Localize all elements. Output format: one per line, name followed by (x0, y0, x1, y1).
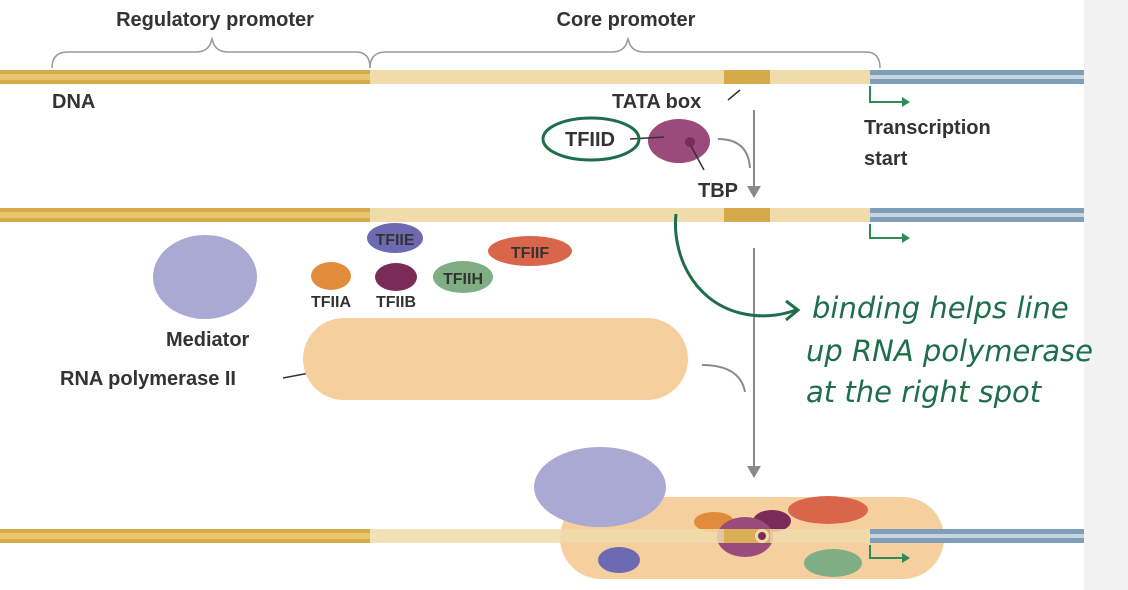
tfiib-blob (375, 263, 417, 291)
annotation-line3: at the right spot (806, 375, 1043, 409)
assembled-mediator-blob (534, 447, 666, 527)
tfiih-blob (433, 261, 493, 293)
rna-polymerase-label: RNA polymerase II (60, 368, 236, 390)
tbp-pointer (690, 145, 705, 171)
rna-polymerase-blob (303, 318, 688, 400)
transcription-start-label-line1: Transcription (864, 117, 991, 139)
mediator-label: Mediator (166, 329, 250, 351)
curve-arrow-1 (717, 138, 751, 169)
tbp-dot (685, 137, 695, 147)
transcription-start-arrowhead (902, 97, 910, 107)
down-arrow-2-head (747, 466, 761, 478)
mediator-blob (153, 235, 257, 319)
dna-label: DNA (52, 91, 95, 113)
transcription-start-arrow (869, 86, 902, 103)
tfiie-blob (367, 223, 423, 253)
tata-box-pointer (727, 89, 741, 101)
assembled-tfiih-blob (804, 549, 862, 577)
annotation-arrow (673, 213, 797, 318)
transcription-start-arrowhead-3 (902, 553, 910, 563)
tfiif-blob (488, 236, 572, 266)
annotation-arrowhead (785, 299, 801, 322)
core-promoter-brace (369, 37, 881, 69)
transcription-start-label-line2: start (864, 148, 908, 170)
tfiid-blob (648, 119, 710, 163)
tfiid-pointer (629, 136, 665, 140)
tfiie-label: TFIIE (375, 232, 414, 249)
curve-arrow-2 (701, 364, 746, 393)
transcription-start-arrow-3 (869, 545, 902, 559)
tfiif-label: TFIIF (511, 245, 549, 262)
annotation-line1: binding helps line (812, 291, 1069, 325)
dna-strand-top (0, 70, 1084, 84)
tfiia-label: TFIIA (311, 294, 351, 311)
tfiia-blob (311, 262, 351, 290)
assembled-tfiif-blob (788, 496, 868, 524)
regulatory-promoter-label: Regulatory promoter (116, 9, 314, 31)
assembled-tbp-dot (758, 532, 766, 540)
tfiib-label: TFIIB (376, 294, 416, 311)
tfiid-label: TFIID (565, 129, 615, 151)
right-margin (1084, 0, 1128, 590)
transcription-start-arrow-2 (869, 224, 902, 239)
tata-box-label: TATA box (612, 91, 701, 113)
core-promoter-label: Core promoter (557, 9, 696, 31)
tbp-label: TBP (698, 180, 738, 202)
tfiid-handwritten-circle (541, 116, 641, 162)
tfiih-label: TFIIH (443, 271, 483, 288)
assembled-tfiie-blob (598, 547, 640, 573)
regulatory-promoter-brace (51, 37, 371, 69)
transcription-start-arrowhead-2 (902, 233, 910, 243)
annotation-line2: up RNA polymerase (806, 334, 1093, 368)
dna-strand-bottom (0, 529, 1084, 543)
down-arrow-1-head (747, 186, 761, 198)
dna-strand-middle (0, 208, 1084, 222)
